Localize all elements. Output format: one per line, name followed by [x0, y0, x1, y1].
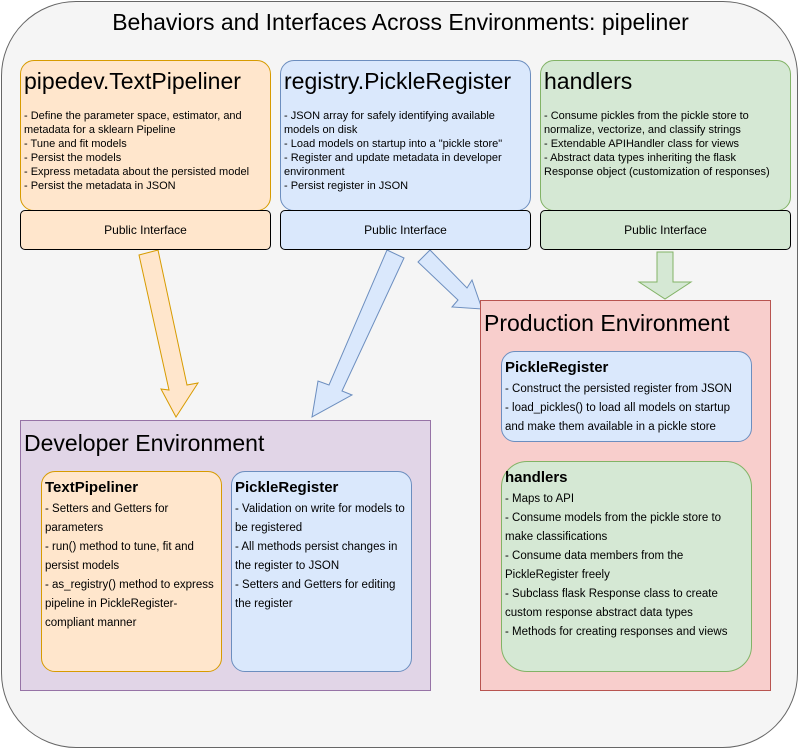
- list-item: - Extendable APIHandler class for views: [544, 138, 740, 150]
- component-pickle-register: registry.PickleRegister - JSON array for…: [280, 60, 531, 211]
- card-title: handlers: [505, 469, 568, 486]
- list-item: - Abstract data types inheriting the fla…: [544, 152, 770, 178]
- list-item: - Setters and Getters for parameters: [45, 503, 169, 534]
- list-item: - Subclass flask Response class to creat…: [505, 588, 718, 619]
- production-environment-title: Production Environment: [484, 310, 730, 336]
- list-item: - run() method to tune, fit and persist …: [45, 541, 194, 572]
- component-handlers: handlers - Consume pickles from the pick…: [540, 60, 791, 211]
- arrow-pipeliner-to-developer: [138, 249, 200, 418]
- list-item: - load_pickles() to load all models on s…: [505, 402, 731, 433]
- list-item: - Validation on write for models to be r…: [235, 503, 405, 534]
- component-text-pipeliner: pipedev.TextPipeliner - Define the param…: [20, 60, 271, 211]
- card-items: - Validation on write for models to be r…: [235, 500, 407, 614]
- list-item: - Consume models from the pickle store t…: [505, 512, 722, 543]
- card-title: PickleRegister: [235, 479, 339, 496]
- list-item: - JSON array for safely identifying avai…: [284, 110, 495, 136]
- arrow-register-to-production: [417, 249, 483, 310]
- component-title: handlers: [544, 68, 633, 94]
- card-items: - Construct the persisted register from …: [505, 380, 749, 437]
- list-item: - Maps to API: [505, 493, 575, 505]
- list-item: - Setters and Getters for editing the re…: [235, 579, 396, 610]
- list-item: - Persist the models: [24, 152, 122, 164]
- list-item: - as_registry() method to express pipeli…: [45, 579, 214, 629]
- list-item: - Load models on startup into a "pickle …: [284, 138, 503, 150]
- diagram-title: Behaviors and Interfaces Across Environm…: [112, 9, 689, 35]
- public-interface-register: Public Interface: [280, 210, 531, 250]
- arrow-handlers-to-production: [637, 251, 693, 300]
- list-item: - Express metadata about the persisted m…: [24, 166, 250, 178]
- dev-text-pipeliner-card: TextPipeliner - Setters and Getters for …: [41, 471, 222, 672]
- list-item: - Construct the persisted register from …: [505, 383, 732, 395]
- list-item: - Methods for creating responses and vie…: [505, 626, 728, 638]
- card-items: - Setters and Getters for parameters - r…: [45, 500, 217, 633]
- component-items: - JSON array for safely identifying avai…: [284, 109, 526, 193]
- component-items: - Consume pickles from the pickle store …: [544, 109, 786, 179]
- list-item: - All methods persist changes in the reg…: [235, 541, 398, 572]
- public-interface-pipeliner: Public Interface: [20, 210, 271, 250]
- list-item: - Define the parameter space, estimator,…: [24, 110, 242, 136]
- developer-environment-title: Developer Environment: [24, 430, 265, 456]
- public-interface-handlers: Public Interface: [540, 210, 791, 250]
- production-environment: Production Environment PickleRegister - …: [480, 300, 771, 691]
- dev-pickle-register-card: PickleRegister - Validation on write for…: [231, 471, 412, 672]
- component-title: registry.PickleRegister: [284, 68, 512, 94]
- card-title: TextPipeliner: [45, 479, 139, 496]
- card-items: - Maps to API - Consume models from the …: [505, 490, 749, 642]
- developer-environment: Developer Environment TextPipeliner - Se…: [20, 420, 431, 691]
- component-items: - Define the parameter space, estimator,…: [24, 109, 272, 193]
- arrow-register-to-developer: [311, 249, 405, 418]
- list-item: - Consume pickles from the pickle store …: [544, 110, 749, 136]
- list-item: - Persist register in JSON: [284, 180, 409, 192]
- card-title: PickleRegister: [505, 359, 609, 376]
- list-item: - Register and update metadata in develo…: [284, 152, 502, 178]
- list-item: - Persist the metadata in JSON: [24, 180, 176, 192]
- component-title: pipedev.TextPipeliner: [24, 68, 241, 94]
- prod-pickle-register-card: PickleRegister - Construct the persisted…: [501, 351, 752, 442]
- list-item: - Tune and fit models: [24, 138, 127, 150]
- list-item: - Consume data members from the PickleRe…: [505, 550, 684, 581]
- prod-handlers-card: handlers - Maps to API - Consume models …: [501, 461, 752, 672]
